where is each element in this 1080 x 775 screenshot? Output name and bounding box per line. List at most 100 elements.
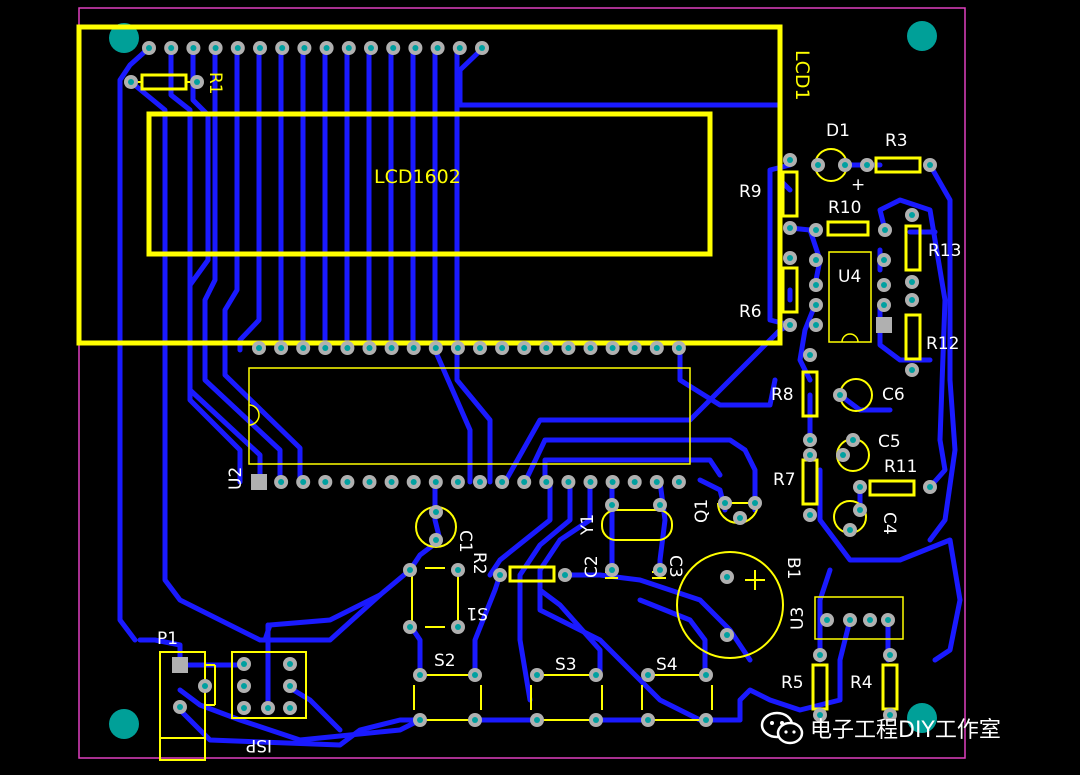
pad-hole bbox=[256, 345, 262, 351]
pad-hole bbox=[824, 617, 830, 623]
pad-hole bbox=[631, 345, 638, 351]
pad-hole bbox=[817, 712, 823, 718]
pad-hole bbox=[857, 507, 863, 513]
pad-hole bbox=[927, 484, 933, 490]
pad-hole bbox=[455, 567, 461, 573]
r7-label: R7 bbox=[773, 470, 796, 490]
pad-hole bbox=[565, 479, 572, 485]
pad-hole bbox=[534, 717, 540, 723]
pad-hole bbox=[417, 717, 423, 723]
u3-label: U3 bbox=[788, 607, 808, 630]
pad-hole bbox=[388, 345, 395, 351]
pad-hole bbox=[344, 345, 351, 351]
board-outline bbox=[78, 7, 966, 759]
mounting-holes bbox=[109, 21, 937, 739]
pad-hole bbox=[388, 479, 395, 485]
pad-hole bbox=[565, 345, 572, 351]
pin1-pad bbox=[172, 657, 188, 673]
r6-label: R6 bbox=[739, 302, 762, 322]
pad-hole bbox=[703, 672, 709, 678]
pad-hole bbox=[813, 227, 819, 233]
pad-hole bbox=[410, 345, 417, 351]
lcd-outline bbox=[76, 24, 783, 346]
pad-hole bbox=[322, 479, 329, 485]
u4-label: U4 bbox=[838, 267, 861, 287]
pad-hole bbox=[885, 617, 891, 623]
pad-hole bbox=[653, 479, 660, 485]
pad-hole bbox=[837, 392, 843, 398]
watermark-text: 电子工程DIY工作室 bbox=[810, 718, 1001, 743]
pad-hole bbox=[840, 452, 846, 458]
r11-label: R11 bbox=[884, 457, 917, 477]
r9-label: R9 bbox=[739, 182, 762, 202]
pad-hole bbox=[265, 705, 271, 711]
s2-label: S2 bbox=[434, 651, 456, 671]
pad-hole bbox=[479, 45, 485, 51]
pad-hole bbox=[454, 345, 461, 351]
pad-hole bbox=[847, 617, 853, 623]
pad-hole bbox=[287, 661, 293, 667]
d1-label: D1 bbox=[826, 121, 850, 141]
pad-hole bbox=[455, 624, 461, 630]
pad-hole bbox=[287, 683, 293, 689]
pad-hole bbox=[368, 45, 374, 51]
pad-hole bbox=[412, 45, 419, 51]
r12-label: R12 bbox=[926, 334, 959, 354]
pad-hole bbox=[499, 345, 506, 351]
pad-hole bbox=[813, 282, 819, 288]
pad-hole bbox=[887, 652, 893, 658]
pad-hole bbox=[609, 567, 615, 573]
pad-hole bbox=[645, 672, 651, 678]
pad-hole bbox=[807, 452, 813, 458]
pad-hole bbox=[417, 672, 423, 678]
pad-hole bbox=[609, 479, 616, 485]
pad-hole bbox=[909, 279, 915, 285]
pad-hole bbox=[787, 225, 793, 231]
pad-hole bbox=[472, 717, 478, 723]
pad-hole bbox=[609, 345, 616, 351]
pin1-pad bbox=[251, 474, 267, 490]
pad-hole bbox=[287, 705, 293, 711]
pad-hole bbox=[787, 322, 793, 328]
r3-label: R3 bbox=[885, 131, 908, 151]
pad-hole bbox=[241, 683, 247, 689]
lcd-screen-outline bbox=[146, 111, 713, 257]
wechat-icon bbox=[760, 711, 804, 745]
pad-hole bbox=[497, 572, 503, 578]
pad-hole bbox=[433, 537, 439, 543]
c2-label: C2 bbox=[582, 555, 602, 578]
c6-label: C6 bbox=[882, 385, 905, 405]
pad-hole bbox=[190, 45, 197, 51]
pad-hole bbox=[909, 297, 915, 303]
p1-label: P1 bbox=[157, 629, 178, 649]
pad-hole bbox=[864, 162, 870, 168]
pad-hole bbox=[887, 712, 893, 718]
pad-hole bbox=[657, 502, 663, 508]
r10-label: R10 bbox=[828, 198, 861, 218]
s4-label: S4 bbox=[656, 655, 678, 675]
pad-hole bbox=[300, 479, 307, 485]
pad-hole bbox=[593, 672, 599, 678]
pad-hole bbox=[813, 322, 819, 328]
pad-hole bbox=[390, 45, 397, 51]
pad-hole bbox=[675, 479, 682, 485]
pad-hole bbox=[366, 479, 373, 485]
pad-hole bbox=[817, 652, 823, 658]
pad-hole bbox=[881, 282, 887, 288]
pad-hole bbox=[323, 45, 330, 51]
pad-hole bbox=[472, 672, 478, 678]
pad-hole bbox=[301, 45, 308, 51]
pad-hole bbox=[724, 632, 730, 638]
pad-hole bbox=[813, 302, 819, 308]
lcd1602-label: LCD1602 bbox=[374, 166, 461, 188]
lcd1-label: LCD1 bbox=[791, 50, 813, 101]
pad-hole bbox=[631, 479, 638, 485]
pad-hole bbox=[432, 345, 439, 351]
pad-hole bbox=[194, 79, 200, 85]
r4-label: R4 bbox=[850, 673, 873, 693]
pad-hole bbox=[927, 162, 933, 168]
pad-hole bbox=[909, 367, 915, 373]
c1-label: C1 bbox=[455, 530, 475, 553]
pad-hole bbox=[645, 717, 651, 723]
pad-hole bbox=[128, 79, 134, 85]
